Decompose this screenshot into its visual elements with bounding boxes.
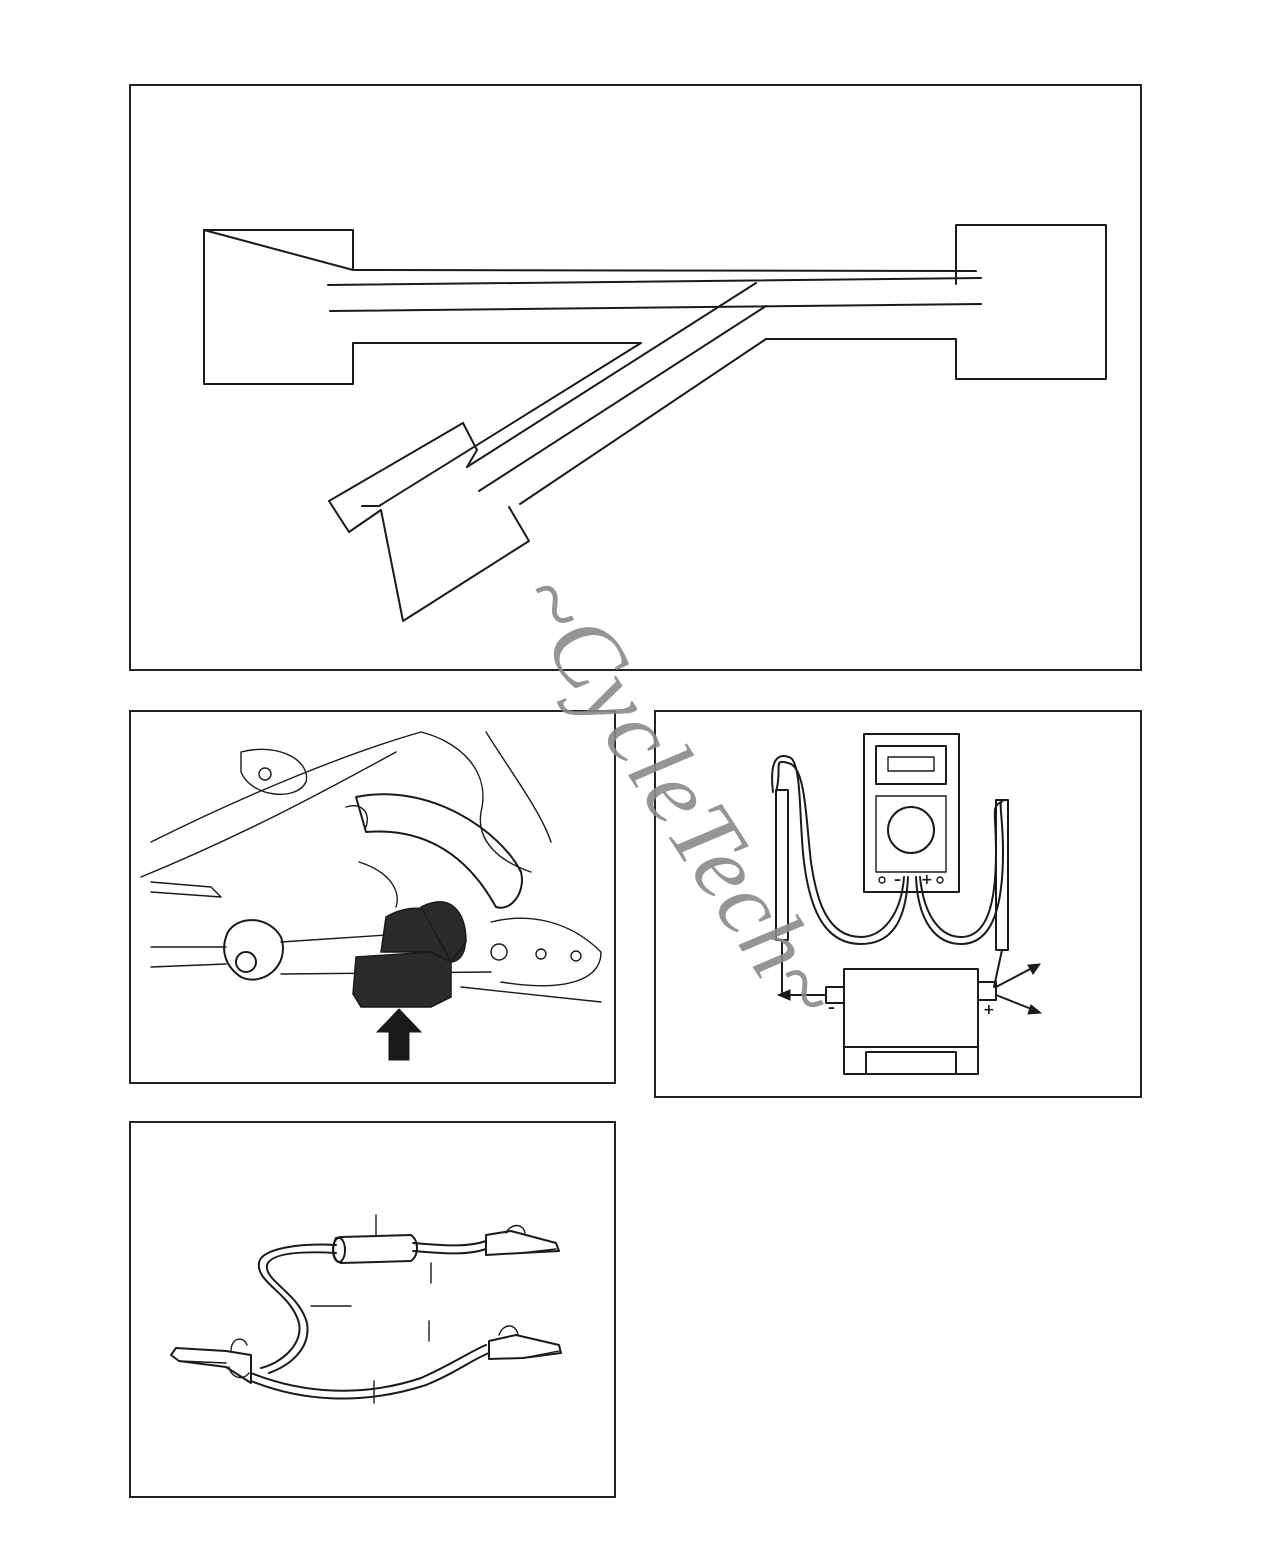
wire-lower [329, 303, 982, 312]
jumper-lead-figure [129, 1121, 616, 1498]
clip-left [170, 1347, 252, 1384]
terminal-positive [977, 981, 997, 1001]
engine-underside-drawing [140, 731, 602, 1061]
engine-underside-figure [129, 710, 616, 1084]
multimeter-test-figure: – + – + [654, 710, 1142, 1098]
meter-positive-sign: + [921, 872, 933, 888]
upward-arrow [375, 1008, 423, 1061]
component-positive-sign: + [983, 1002, 995, 1018]
wire-branch-b [478, 305, 767, 492]
wiring-harness-figure [129, 84, 1142, 671]
multimeter-dial [887, 806, 935, 854]
multimeter-test-drawing [771, 733, 1043, 1075]
right-connector [519, 224, 1107, 505]
clip-bottom-right [488, 1334, 562, 1360]
bottom-connector [328, 422, 530, 622]
component-body [843, 968, 979, 1075]
drain-bolt [352, 951, 452, 1008]
probe-negative [775, 789, 789, 941]
wire-upper [327, 277, 982, 286]
wire-branch-a [466, 282, 757, 468]
left-connector-top [203, 229, 977, 272]
wiring-harness-drawing [203, 224, 1107, 622]
clip-top-right [485, 1230, 560, 1256]
meter-negative-sign: – [894, 872, 901, 888]
jumper-lead-drawing [170, 1214, 562, 1404]
component-negative-sign: – [828, 1000, 835, 1016]
multimeter-display [875, 745, 947, 785]
left-connector [203, 229, 642, 507]
multimeter-body [863, 733, 960, 893]
bottom-connector-notch [462, 422, 478, 468]
